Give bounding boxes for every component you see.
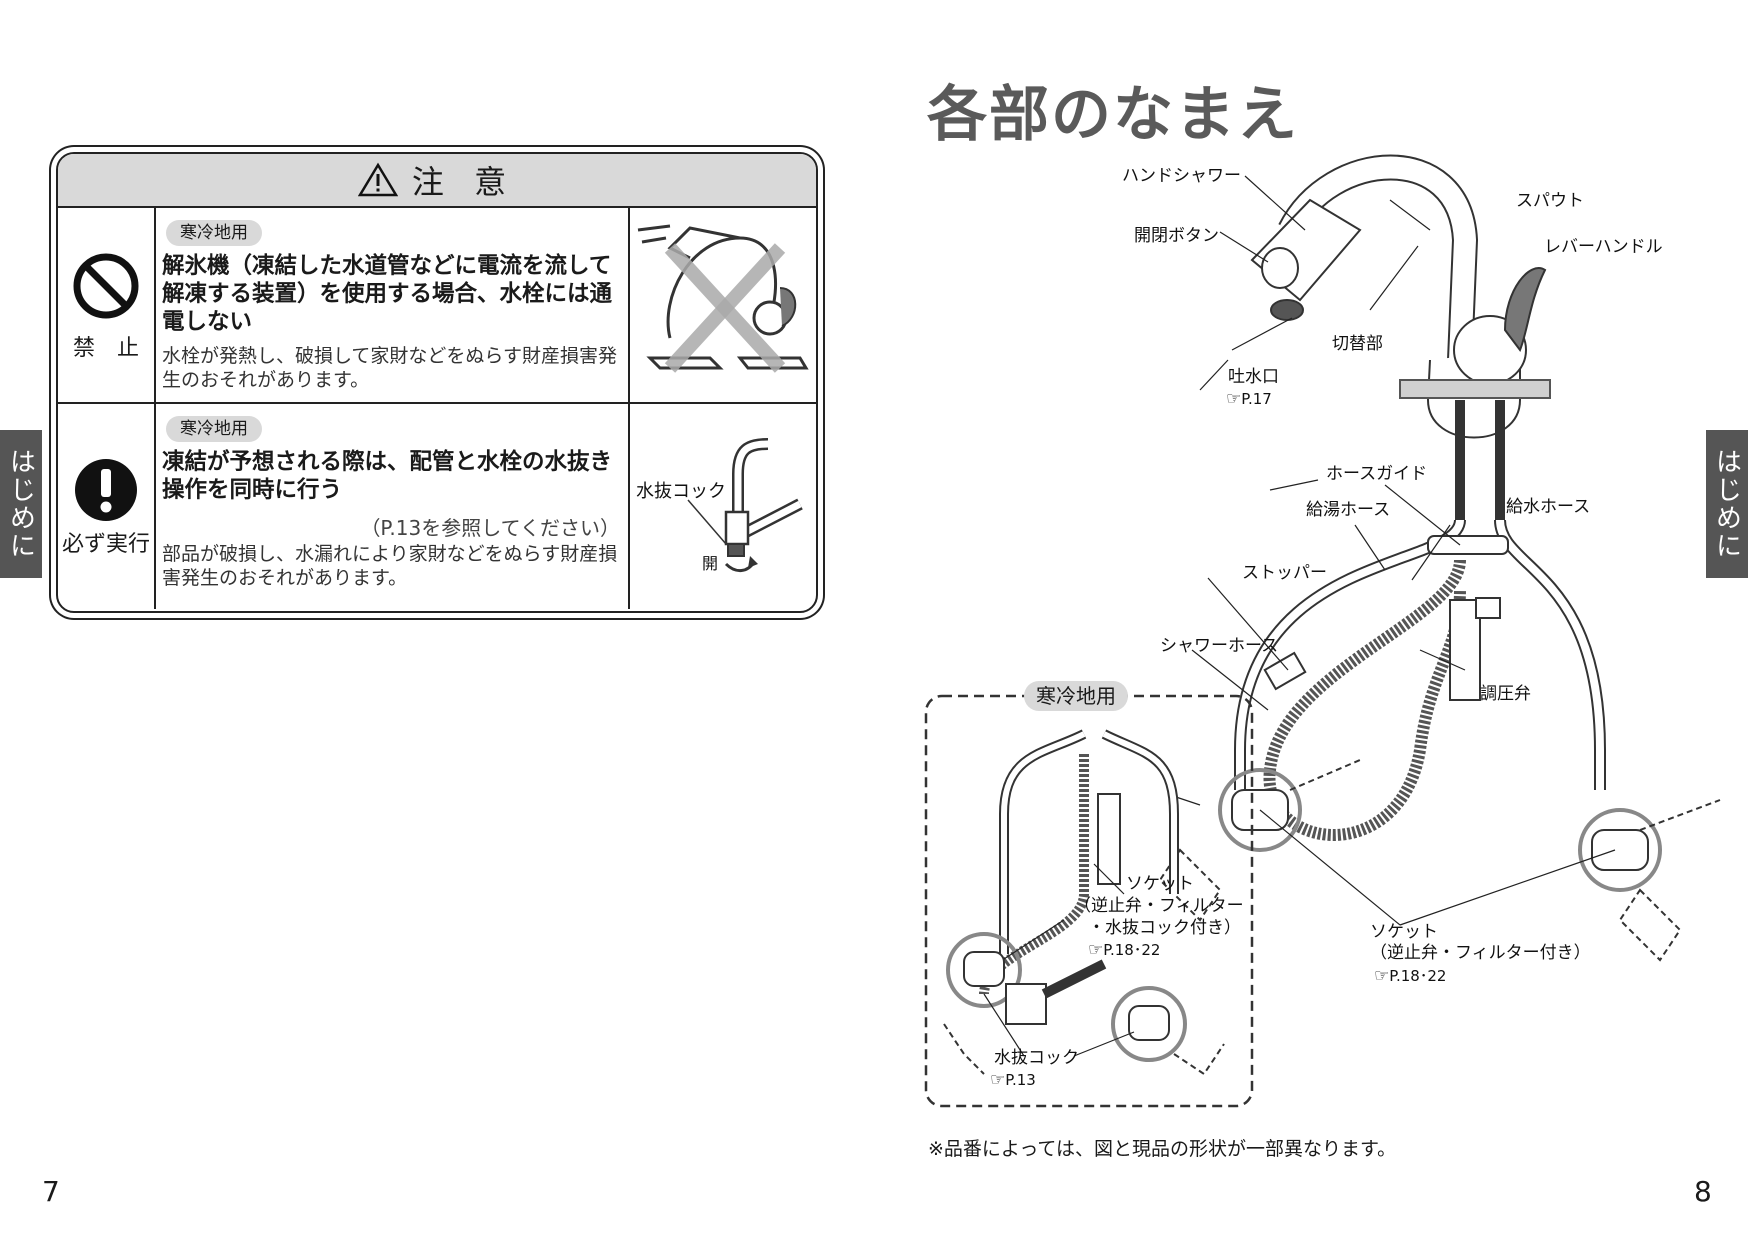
label-stopper: ストッパー	[1242, 563, 1327, 583]
footnote: ※品番によっては、図と現品の形状が一部異なります。	[928, 1138, 1397, 1160]
label-hand-shower: ハンドシャワー	[1122, 166, 1241, 186]
cold-region-tag: 寒冷地用	[1024, 681, 1128, 711]
prohibition-icon	[73, 253, 139, 319]
required-page-ref: （P.13を参照してください）	[360, 516, 620, 540]
label-drain-cock: 水抜コック	[994, 1048, 1079, 1068]
label-water-hose: 給水ホース	[1506, 497, 1591, 517]
socket-ref: P.18･22	[1389, 967, 1447, 985]
cold-region-badge: 寒冷地用	[166, 220, 262, 246]
prohibited-cell: 禁 止	[58, 208, 156, 402]
label-pressure-valve: 調圧弁	[1480, 684, 1531, 704]
caution-box: 注 意 禁 止 寒冷地用 解氷機（凍結した水道管などに電流を流して解凍する装置）…	[56, 152, 818, 613]
cold-socket-ref: P.18･22	[1103, 941, 1161, 959]
outlet-ref: P.17	[1241, 390, 1272, 408]
pointing-hand-icon: ☞	[1226, 389, 1242, 409]
warning-triangle-icon	[357, 162, 398, 197]
label-spout: スパウト	[1516, 191, 1584, 211]
caution-header: 注 意	[58, 154, 816, 208]
caution-row-required: 必ず実行 寒冷地用 凍結が予想される際は、配管と水栓の水抜き操作を同時に行う （…	[58, 404, 816, 609]
exclamation-icon	[75, 459, 137, 521]
page-number-left: 7	[42, 1175, 60, 1208]
drain-ref: P.13	[1005, 1071, 1036, 1089]
caution-title: 注 意	[411, 163, 517, 201]
side-tab-left: はじめに	[0, 430, 42, 578]
required-body: 部品が破損し、水漏れにより家財などをぬらす財産損害発生のおそれがあります。	[162, 543, 618, 589]
open-label: 開	[702, 554, 719, 573]
label-socket: ソケット	[1370, 922, 1438, 942]
label-open-close-button: 開閉ボタン	[1134, 226, 1219, 246]
label-cold-socket: ソケット	[1126, 874, 1194, 894]
page-title: 各部のなまえ	[927, 80, 1299, 150]
drain-cock-label: 水抜コック	[636, 481, 726, 502]
label-drain-ref: ☞P.13	[990, 1070, 1036, 1090]
cold-region-badge-2: 寒冷地用	[166, 416, 262, 442]
required-cell: 必ず実行	[58, 404, 156, 609]
label-socket-ref: ☞P.18･22	[1374, 966, 1446, 986]
page-number-right: 8	[1694, 1175, 1712, 1208]
label-cold-socket-ref: ☞P.18･22	[1088, 940, 1160, 960]
prohibited-label: 禁 止	[72, 336, 139, 361]
side-tab-right: はじめに	[1706, 430, 1748, 578]
pointing-hand-icon: ☞	[990, 1070, 1006, 1090]
label-switch-part: 切替部	[1332, 334, 1383, 354]
label-outlet-ref: ☞P.17	[1226, 389, 1272, 409]
label-cold-socket-desc-1: （逆止弁・フィルター	[1074, 896, 1244, 916]
pointing-hand-icon: ☞	[1374, 966, 1390, 986]
label-shower-hose: シャワーホース	[1160, 636, 1279, 656]
prohibited-body: 水栓が発熱し、破損して家財などをぬらす財産損害発生のおそれがあります。	[162, 345, 618, 391]
label-outlet: 吐水口	[1228, 367, 1279, 387]
label-socket-desc: （逆止弁・フィルター付き）	[1370, 943, 1591, 963]
pointing-hand-icon: ☞	[1088, 940, 1104, 960]
caution-row-prohibited: 禁 止 寒冷地用 解氷機（凍結した水道管などに電流を流して解凍する装置）を使用す…	[58, 208, 816, 404]
prohibited-headline: 解氷機（凍結した水道管などに電流を流して解凍する装置）を使用する場合、水栓には通…	[162, 253, 613, 335]
label-lever-handle: レバーハンドル	[1544, 237, 1663, 257]
faucet-crossed-illustration	[628, 208, 818, 402]
label-hose-guide: ホースガイド	[1326, 464, 1428, 484]
drain-cock-illustration: 水抜コック 開	[628, 404, 818, 609]
label-cold-socket-desc-2: ・水抜コック付き）	[1088, 918, 1241, 938]
label-hot-hose: 給湯ホース	[1306, 500, 1391, 520]
required-label: 必ず実行	[61, 532, 150, 557]
required-headline: 凍結が予想される際は、配管と水栓の水抜き操作を同時に行う	[162, 449, 613, 503]
faucet-diagram	[1160, 154, 1721, 962]
